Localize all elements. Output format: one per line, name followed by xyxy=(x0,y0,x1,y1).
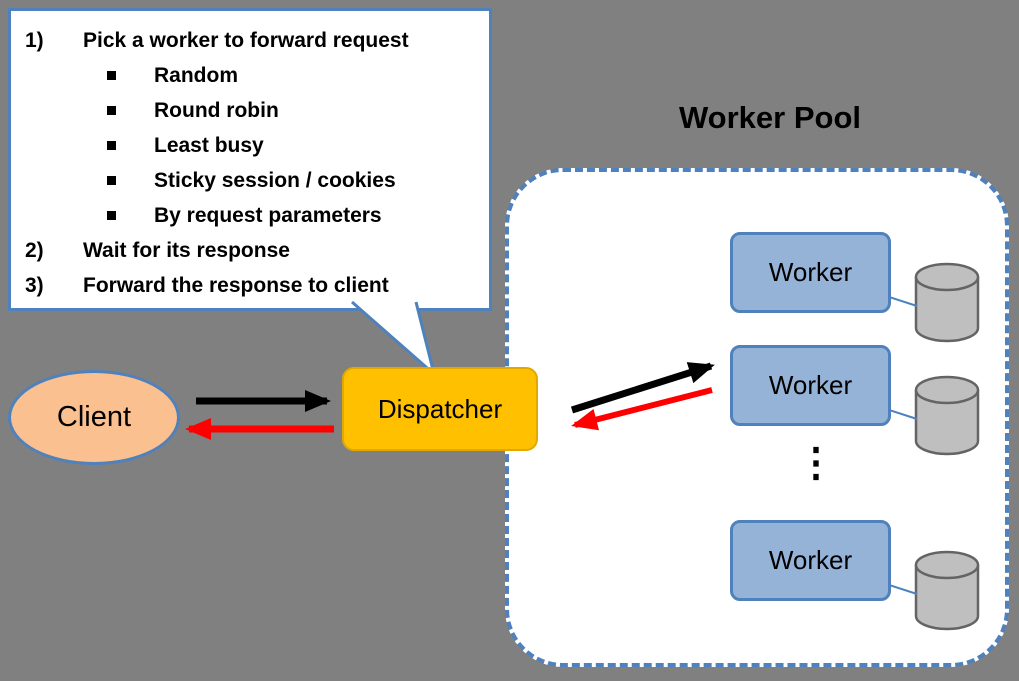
bullet-item: Random xyxy=(25,58,483,93)
bullet-label: By request parameters xyxy=(154,204,382,227)
bullet-label: Sticky session / cookies xyxy=(154,169,396,192)
worker-label: Worker xyxy=(768,370,853,400)
step-label: Pick a worker to forward request xyxy=(83,29,409,52)
bullet-label: Random xyxy=(154,64,238,87)
database-cylinder-icon xyxy=(914,550,980,631)
vertical-ellipsis: ⋮ xyxy=(796,441,836,485)
client-label: Client xyxy=(56,401,132,433)
bullet-square-icon xyxy=(107,71,116,80)
bullet-item: Round robin xyxy=(25,93,483,128)
bullet-label: Least busy xyxy=(154,134,264,157)
step-number: 2) xyxy=(25,239,44,262)
step-number: 3) xyxy=(25,274,44,297)
steps-callout: 1) Pick a worker to forward request Rand… xyxy=(8,8,492,311)
dispatcher-label: Dispatcher xyxy=(377,393,503,424)
step-item: 3) Forward the response to client xyxy=(25,268,483,303)
step-number: 1) xyxy=(25,29,44,52)
bullet-square-icon xyxy=(107,176,116,185)
worker-box: Worker xyxy=(730,345,891,426)
step-item: 1) Pick a worker to forward request xyxy=(25,23,483,58)
step-label: Forward the response to client xyxy=(83,274,389,297)
bullet-item: By request parameters xyxy=(25,198,483,233)
bullet-square-icon xyxy=(107,141,116,150)
dispatcher-box: Dispatcher xyxy=(342,367,538,451)
worker-box: Worker xyxy=(730,232,891,313)
database-cylinder-icon xyxy=(914,375,980,456)
bullet-item: Least busy xyxy=(25,128,483,163)
worker-label: Worker xyxy=(768,257,853,287)
worker-label: Worker xyxy=(768,545,853,575)
bullet-square-icon xyxy=(107,211,116,220)
worker-box: Worker xyxy=(730,520,891,601)
bullet-square-icon xyxy=(107,106,116,115)
client-ellipse: Client xyxy=(8,370,180,465)
step-label: Wait for its response xyxy=(83,239,290,262)
bullet-label: Round robin xyxy=(154,99,279,122)
bullet-item: Sticky session / cookies xyxy=(25,163,483,198)
database-cylinder-icon xyxy=(914,262,980,343)
worker-pool-title: Worker Pool xyxy=(678,100,862,135)
step-item: 2) Wait for its response xyxy=(25,233,483,268)
